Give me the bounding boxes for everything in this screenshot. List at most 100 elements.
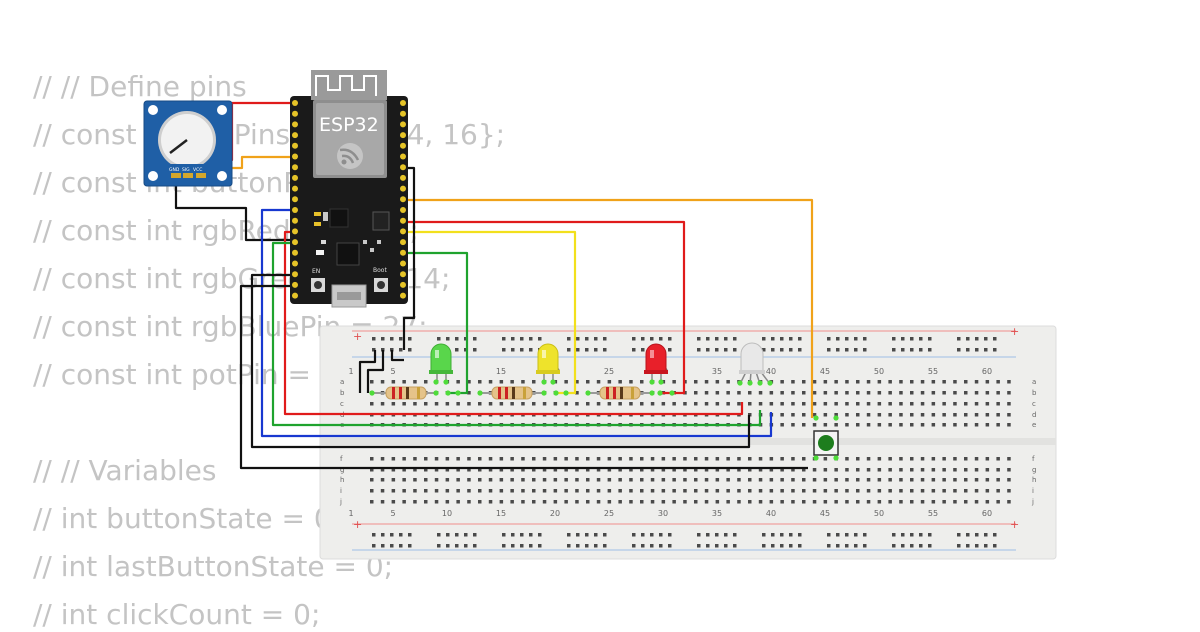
breadboard-hole[interactable] (780, 380, 784, 384)
breadboard-hole[interactable] (445, 478, 450, 482)
breadboard-hole[interactable] (996, 380, 1000, 384)
breadboard-hole[interactable] (812, 478, 817, 482)
breadboard-hole[interactable] (672, 402, 676, 406)
rail-hole[interactable] (641, 348, 645, 352)
wire-blue[interactable] (260, 208, 773, 438)
rail-hole[interactable] (854, 544, 858, 548)
rail-hole[interactable] (715, 337, 719, 341)
breadboard-hole[interactable] (402, 468, 406, 472)
wire-orange[interactable] (403, 198, 814, 418)
breadboard-hole[interactable] (953, 391, 957, 395)
breadboard-hole[interactable] (661, 457, 666, 461)
breadboard-hole[interactable] (748, 500, 752, 504)
breadboard-hole[interactable] (726, 380, 730, 384)
breadboard-hole[interactable] (391, 468, 396, 472)
rail-hole[interactable] (798, 337, 802, 341)
rail-hole[interactable] (863, 544, 867, 548)
breadboard-hole[interactable] (758, 402, 763, 406)
rail-hole[interactable] (957, 544, 961, 548)
breadboard-hole[interactable] (456, 468, 460, 472)
esp32-header-pin[interactable] (400, 207, 406, 213)
breadboard-hole[interactable] (877, 500, 882, 504)
breadboard-hole[interactable] (434, 478, 439, 482)
rail-hole[interactable] (455, 544, 459, 548)
breadboard-hole[interactable] (758, 489, 763, 493)
rail-hole[interactable] (827, 544, 831, 548)
esp32-header-pin[interactable] (292, 207, 298, 213)
breadboard-hole[interactable] (413, 489, 417, 493)
breadboard-hole[interactable] (532, 468, 536, 472)
breadboard-hole[interactable] (726, 457, 730, 461)
rail-hole[interactable] (390, 348, 394, 352)
breadboard-hole[interactable] (974, 380, 979, 384)
breadboard-hole[interactable] (964, 468, 968, 472)
breadboard-hole[interactable] (488, 457, 493, 461)
rail-hole[interactable] (762, 533, 766, 537)
breadboard-hole[interactable] (866, 413, 871, 417)
rail-hole[interactable] (381, 533, 385, 537)
breadboard-hole[interactable] (370, 478, 374, 482)
breadboard-hole[interactable] (823, 423, 828, 427)
breadboard-hole[interactable] (802, 500, 806, 504)
breadboard-hole[interactable] (888, 402, 892, 406)
rail-hole[interactable] (780, 348, 784, 352)
breadboard-hole[interactable] (856, 402, 860, 406)
breadboard-hole[interactable] (758, 391, 763, 395)
rail-hole[interactable] (408, 348, 412, 352)
rail-hole[interactable] (733, 337, 737, 341)
rail-hole[interactable] (697, 544, 701, 548)
breadboard-hole[interactable] (370, 489, 374, 493)
breadboard-hole[interactable] (661, 402, 666, 406)
rail-hole[interactable] (538, 337, 542, 341)
breadboard-hole[interactable] (532, 402, 536, 406)
breadboard-hole[interactable] (553, 500, 558, 504)
wire-black[interactable] (366, 350, 385, 393)
rail-hole[interactable] (854, 348, 858, 352)
breadboard-hole[interactable] (618, 380, 622, 384)
rail-hole[interactable] (567, 337, 571, 341)
breadboard-hole[interactable] (942, 478, 946, 482)
breadboard-hole[interactable] (402, 489, 406, 493)
rail-hole[interactable] (975, 337, 979, 341)
breadboard-hole[interactable] (888, 457, 892, 461)
rail-hole[interactable] (771, 348, 775, 352)
breadboard-hole[interactable] (499, 402, 504, 406)
rail-hole[interactable] (966, 544, 970, 548)
breadboard-hole[interactable] (985, 391, 990, 395)
breadboard-hole[interactable] (629, 478, 633, 482)
breadboard-hole[interactable] (1007, 500, 1011, 504)
rail-hole[interactable] (780, 337, 784, 341)
breadboard-hole[interactable] (812, 489, 817, 493)
breadboard-hole[interactable] (467, 391, 471, 395)
breadboard-hole[interactable] (596, 402, 601, 406)
rail-hole[interactable] (473, 544, 477, 548)
breadboard-hole[interactable] (758, 478, 763, 482)
breadboard-hole[interactable] (953, 468, 957, 472)
breadboard-hole[interactable] (974, 413, 979, 417)
rail-hole[interactable] (984, 348, 988, 352)
breadboard-hole[interactable] (629, 402, 633, 406)
breadboard-hole[interactable] (791, 468, 795, 472)
rail-hole[interactable] (603, 544, 607, 548)
breadboard-hole[interactable] (434, 500, 439, 504)
rail-hole[interactable] (863, 533, 867, 537)
breadboard-hole[interactable] (920, 457, 925, 461)
breadboard-hole[interactable] (575, 391, 579, 395)
rail-hole[interactable] (529, 533, 533, 537)
breadboard-hole[interactable] (953, 423, 957, 427)
breadboard-hole[interactable] (704, 391, 709, 395)
breadboard-hole[interactable] (942, 391, 946, 395)
breadboard-hole[interactable] (694, 391, 698, 395)
rail-hole[interactable] (372, 337, 376, 341)
breadboard-hole[interactable] (618, 500, 622, 504)
breadboard-hole[interactable] (769, 489, 774, 493)
breadboard-hole[interactable] (974, 457, 979, 461)
breadboard-hole[interactable] (650, 402, 655, 406)
breadboard-hole[interactable] (521, 402, 525, 406)
breadboard-hole[interactable] (996, 478, 1000, 482)
esp32-header-pin[interactable] (400, 196, 406, 203)
rail-hole[interactable] (827, 348, 831, 352)
breadboard-hole[interactable] (510, 468, 514, 472)
breadboard-hole[interactable] (964, 391, 968, 395)
